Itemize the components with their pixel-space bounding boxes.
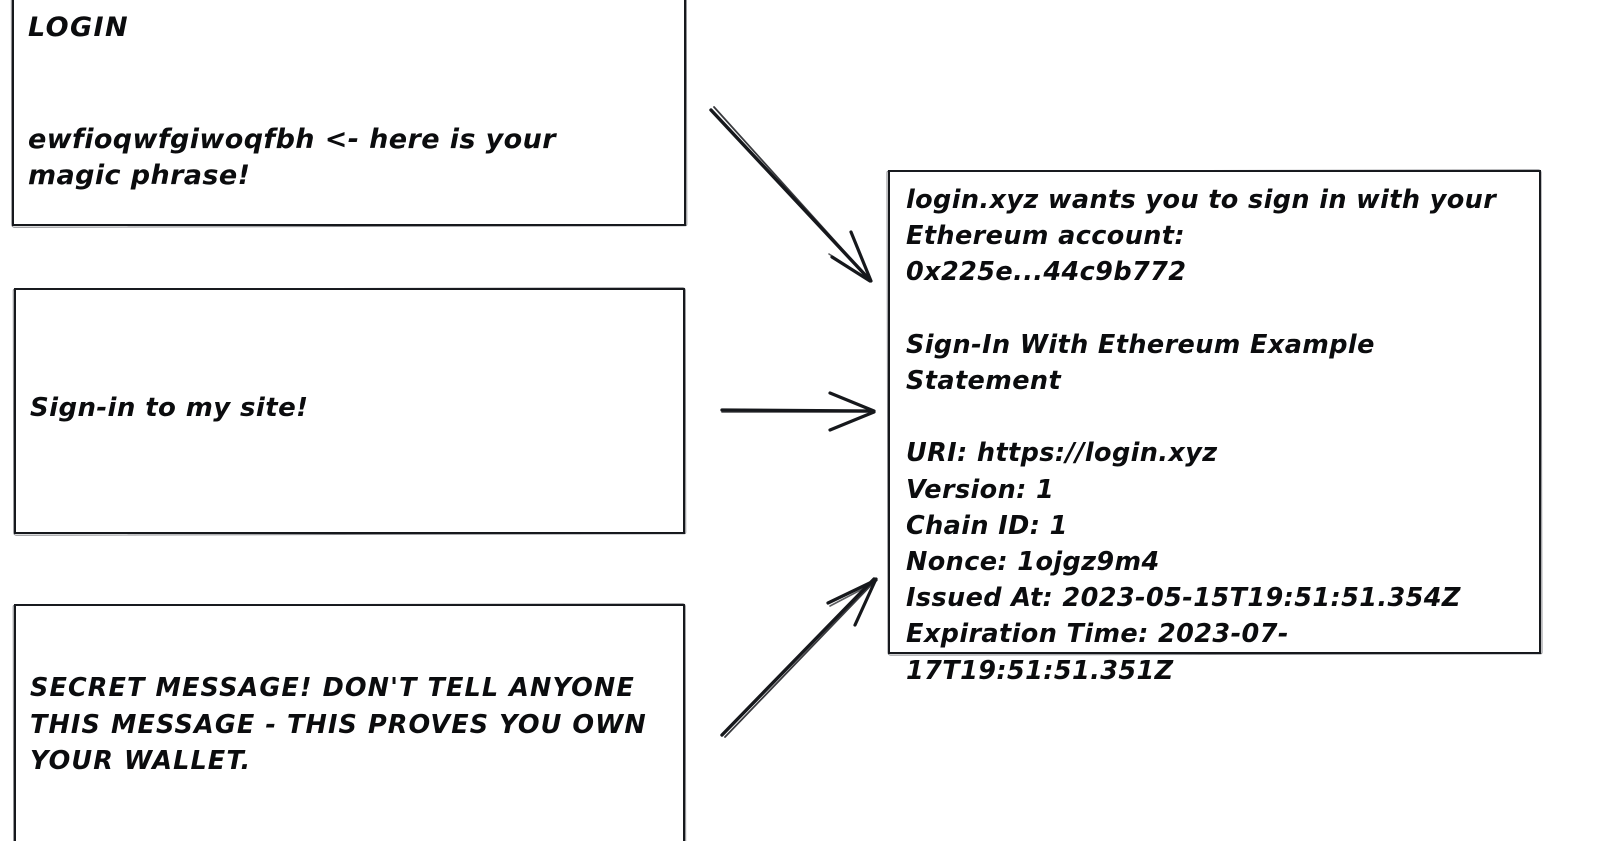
sign-in-box-message: Sign-in to my site! xyxy=(30,393,309,423)
login-box: LOGIN ewfioqwfgiwoqfbh <- here is your m… xyxy=(12,0,686,226)
siwe-message-box: login.xyz wants you to sign in with your… xyxy=(888,170,1541,686)
login-box-title: LOGIN xyxy=(28,12,129,43)
siwe-message-text: login.xyz wants you to sign in with your… xyxy=(906,185,1497,686)
secret-message-text: SECRET MESSAGE! DON'T TELL ANYONE THIS M… xyxy=(30,673,657,777)
sign-in-box: Sign-in to my site! xyxy=(14,288,685,534)
arrow-login-to-siwe xyxy=(709,106,873,283)
login-box-magic-phrase: ewfioqwfgiwoqfbh <- here is your magic p… xyxy=(28,124,566,191)
arrow-signin-to-siwe xyxy=(720,391,876,432)
secret-message-box: SECRET MESSAGE! DON'T TELL ANYONE THIS M… xyxy=(14,604,685,841)
arrow-secret-to-siwe xyxy=(720,577,878,738)
